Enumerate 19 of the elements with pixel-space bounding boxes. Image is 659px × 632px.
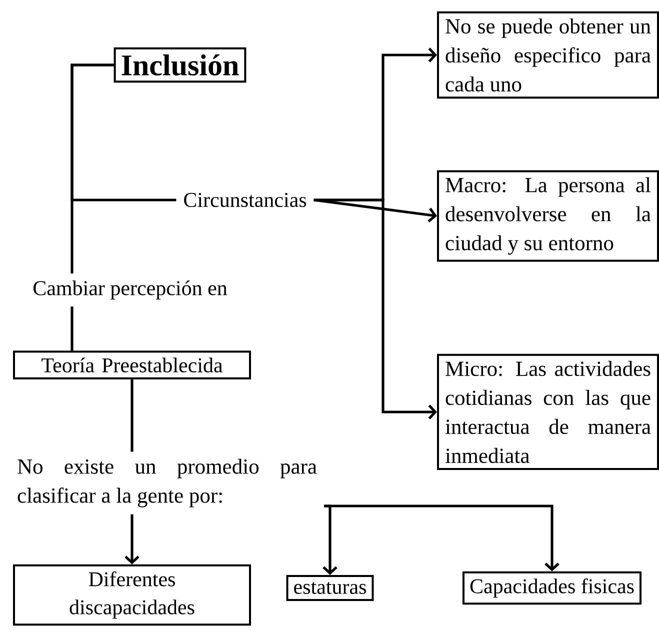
- concept-box: Teoría Preestablecida: [13, 350, 251, 380]
- concept-label: Circunstancias: [184, 192, 306, 208]
- concept-label: Cambiar percepción en: [34, 280, 228, 300]
- concept-label: No existe un promedio para clasificar a la gente por:: [18, 458, 317, 508]
- concept-box: Diferentes discapacidades: [13, 564, 251, 626]
- concept-box: No se puede obtener un diseño especifico para cada uno: [437, 11, 659, 99]
- connector: [322, 504, 338, 575]
- connector: [314, 198, 437, 420]
- connector: [70, 306, 74, 351]
- concept-box: estaturas: [286, 574, 374, 601]
- concept-box: Macro: La persona al desenvolverse en la ciudad y su entorno: [437, 170, 659, 262]
- concept-box: Capacidades fisicas: [462, 571, 642, 605]
- connector: [130, 379, 134, 452]
- concept-box: Micro: Las actividades cotidianas con las que interactua de manera inmediata: [437, 354, 659, 470]
- connector: [70, 64, 114, 274]
- connector: [124, 514, 140, 564]
- connector: [314, 198, 437, 222]
- connector: [324, 504, 560, 572]
- concept-box: Inclusión: [114, 47, 246, 83]
